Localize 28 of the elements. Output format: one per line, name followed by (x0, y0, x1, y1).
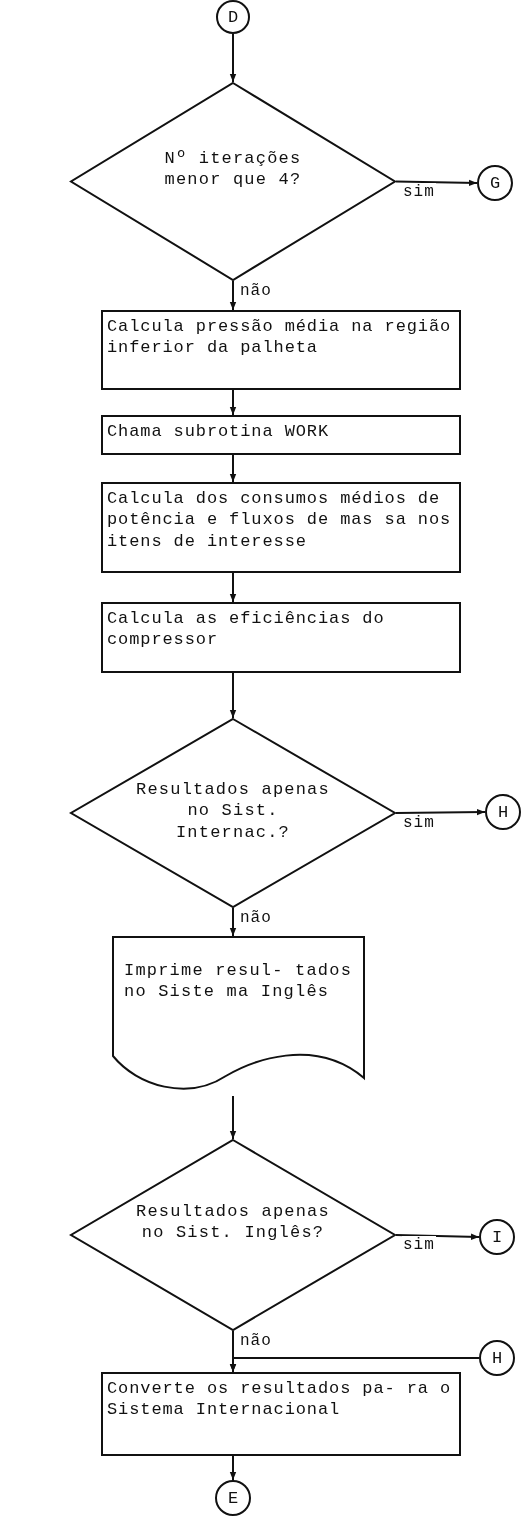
process-box: Converte os resultados pa- ra o Sistema Internacional (101, 1372, 461, 1456)
arrow (229, 1455, 237, 1481)
process-box: Calcula as eficiências do compressor (101, 602, 461, 673)
arrow (229, 33, 237, 83)
document-text: Imprime resul- tados no Siste ma Inglês (124, 960, 354, 1003)
decision-text: Resultados apenas no Sist. Internac.? (135, 779, 331, 843)
connector-circle: H (485, 794, 521, 830)
arrow (395, 179, 478, 187)
arrow (229, 389, 237, 416)
process-box: Calcula pressão média na região inferior da palheta (101, 310, 461, 390)
decision-text: Resultados apenas no Sist. Inglês? (135, 1201, 331, 1244)
arrow (395, 808, 486, 816)
process-box: Calcula dos consumos médios de potência e fluxos de mas sa nos itens de interesse (101, 482, 461, 573)
arrow (395, 1233, 480, 1240)
arrow (229, 907, 237, 937)
arrow (229, 572, 237, 603)
arrow (229, 280, 237, 311)
arrow (229, 1095, 237, 1140)
arrow (229, 672, 237, 719)
arrow (229, 454, 237, 483)
arrow (229, 1357, 480, 1373)
process-box: Chama subrotina WORK (101, 415, 461, 455)
decision-text: Nº iterações menor que 4? (163, 147, 303, 190)
connector-circle: E (215, 1480, 251, 1516)
connector-circle: I (479, 1219, 515, 1255)
connector-circle: G (477, 165, 513, 201)
connector-circle: D (216, 0, 250, 34)
connector-circle: H (479, 1340, 515, 1376)
